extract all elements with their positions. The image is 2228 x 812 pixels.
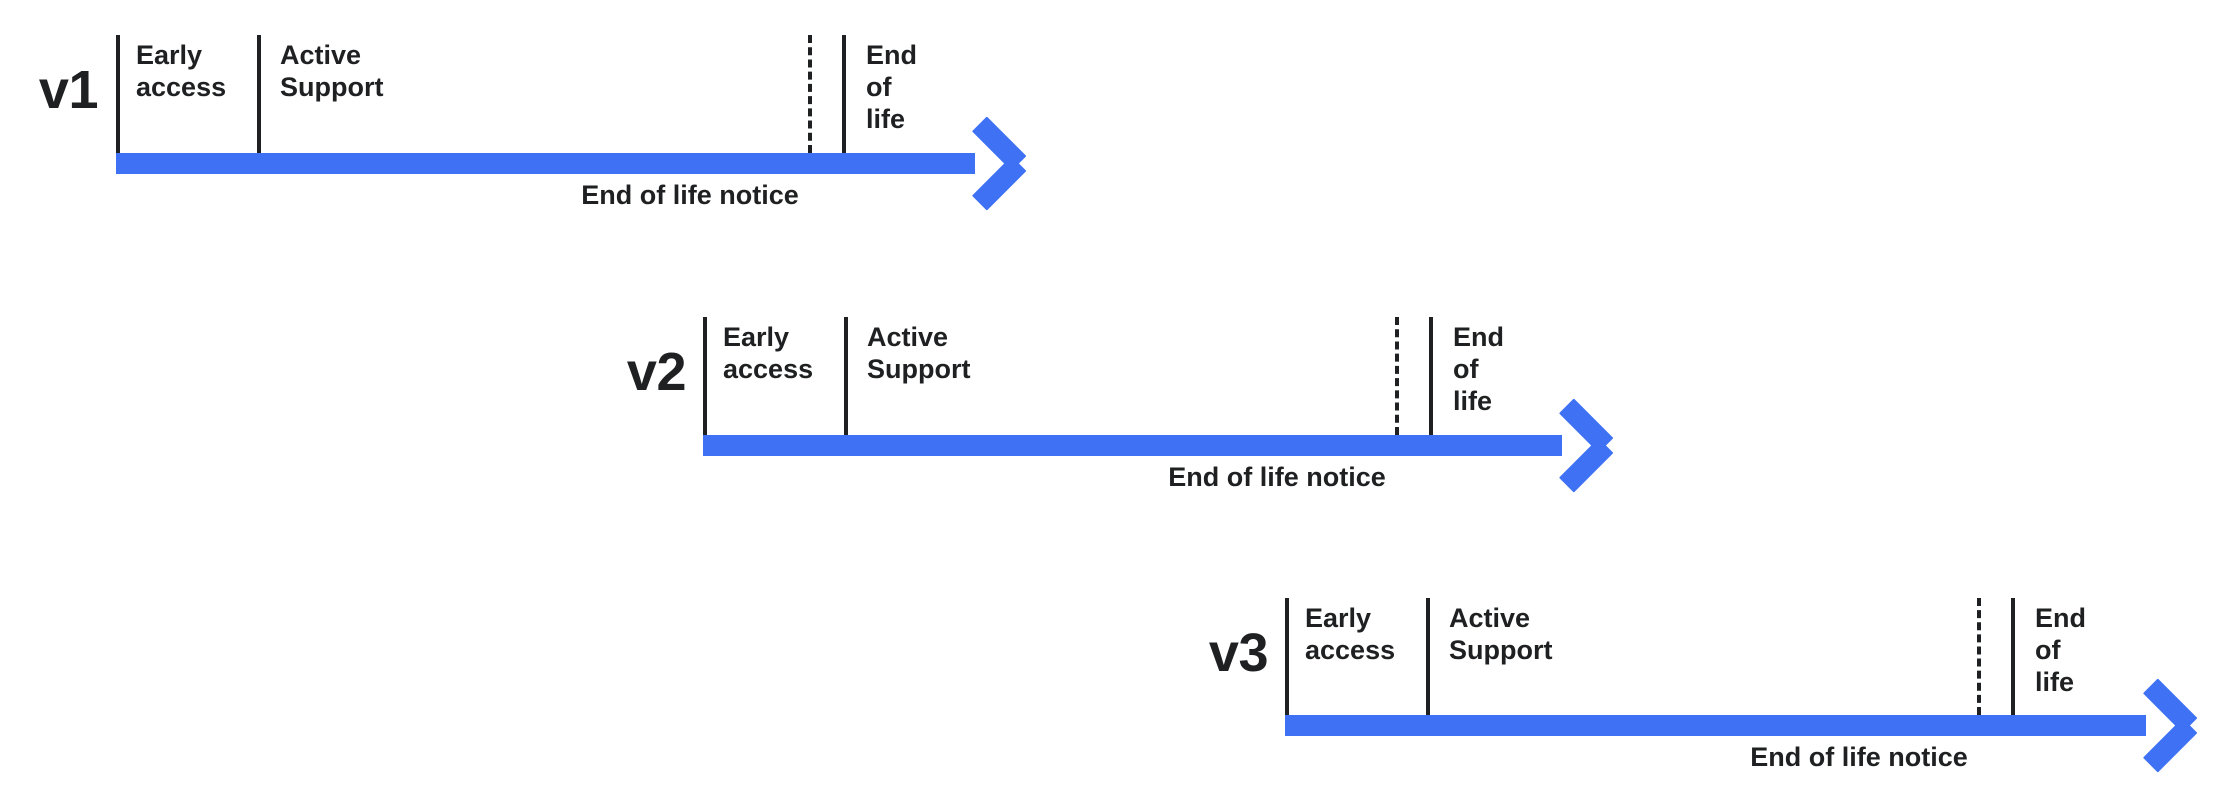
phase-divider-v2-3 — [1429, 317, 1433, 435]
eol-notice-marker-v2 — [1395, 317, 1399, 435]
version-label-v1: v1 — [38, 60, 99, 120]
phase-divider-v1-0 — [116, 35, 120, 153]
phase-label-v1-1: Active Support — [280, 40, 384, 102]
phase-label-v2-1: Active Support — [867, 322, 971, 384]
phase-divider-v1-1 — [257, 35, 261, 153]
eol-notice-label-v3: End of life notice — [1750, 742, 1968, 772]
phase-label-v3-3: End of life — [2035, 603, 2086, 697]
phase-divider-v2-0 — [703, 317, 707, 435]
phase-label-v3-1: Active Support — [1449, 603, 1553, 665]
phase-divider-v3-3 — [2011, 598, 2015, 715]
phase-label-v1-3: End of life — [866, 40, 917, 134]
timeline-bar-v3 — [1285, 715, 2146, 736]
timeline-bar-v1 — [116, 153, 975, 174]
eol-notice-marker-v1 — [808, 35, 812, 153]
phase-divider-v1-3 — [842, 35, 846, 153]
phase-divider-v3-1 — [1426, 598, 1430, 715]
phase-divider-v3-0 — [1285, 598, 1289, 715]
version-label-v2: v2 — [626, 342, 687, 402]
phase-label-v2-3: End of life — [1453, 322, 1504, 416]
phase-divider-v2-1 — [844, 317, 848, 435]
eol-notice-label-v1: End of life notice — [581, 180, 799, 210]
eol-notice-marker-v3 — [1977, 598, 1981, 715]
timeline-bar-v2 — [703, 435, 1562, 456]
eol-notice-label-v2: End of life notice — [1168, 462, 1386, 492]
version-label-v3: v3 — [1208, 623, 1269, 683]
phase-label-v1-0: Early access — [136, 40, 227, 102]
phase-label-v3-0: Early access — [1305, 603, 1396, 665]
phase-label-v2-0: Early access — [723, 322, 814, 384]
